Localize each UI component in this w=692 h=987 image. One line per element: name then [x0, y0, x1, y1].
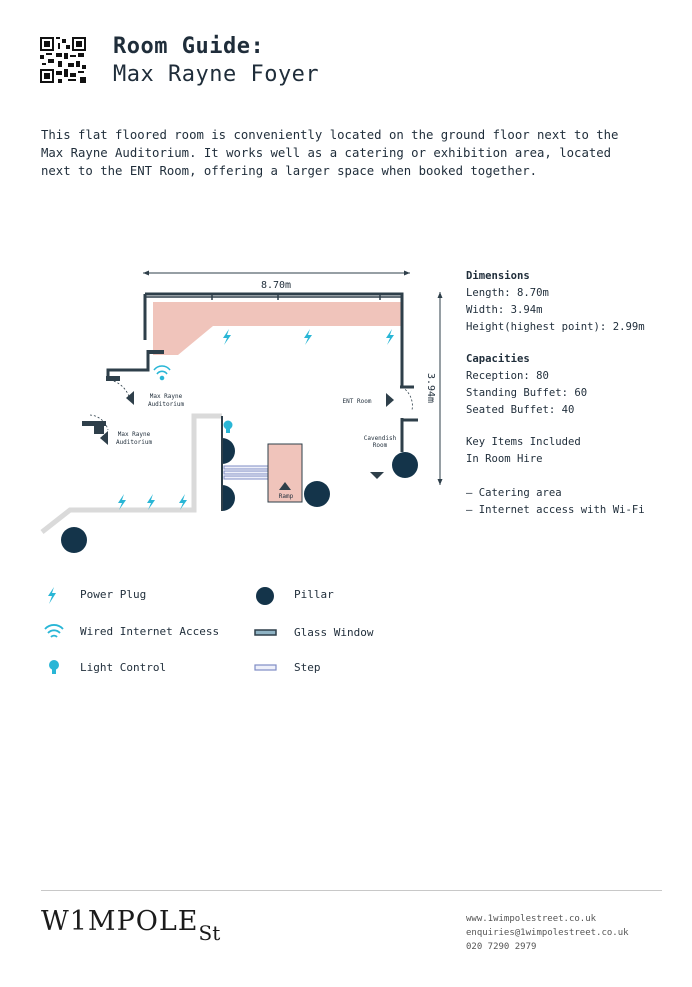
power-plug-icon: [118, 329, 394, 510]
legend-icons-right: [254, 587, 277, 671]
step-icon: [223, 465, 269, 480]
label-ent-room: ENT Room: [343, 398, 372, 405]
spec-width: Width: 3.94m: [466, 304, 543, 316]
ramp-label: Ramp: [279, 493, 294, 500]
wimpole-logo: W1MPOLESt: [41, 906, 221, 945]
label-cavendish-a: Cavendish: [364, 435, 397, 442]
key-item-2: – Internet access with Wi-Fi: [466, 504, 645, 516]
entrance-arrow-icon: [100, 431, 108, 445]
step-icon: [254, 664, 277, 671]
spec-standing: Standing Buffet: 60: [466, 387, 588, 399]
entrance-arrow-icon: [126, 391, 134, 405]
footer-phone: 020 7290 2979: [466, 942, 537, 952]
length-label: 8.70m: [261, 280, 291, 291]
intro-paragraph: This flat floored room is conveniently l…: [41, 128, 619, 178]
light-control-icon: [223, 420, 233, 433]
legend-icons-left: [44, 587, 64, 674]
key-items-line2: In Room Hire: [466, 453, 543, 465]
light-control-icon: [49, 660, 59, 674]
page-title: Room Guide:: [113, 34, 265, 59]
capacities-heading: Capacities: [466, 353, 530, 365]
footer-website-link[interactable]: www.1wimpolestreet.co.uk: [466, 914, 597, 924]
spec-height: Height(highest point): 2.99m: [466, 321, 645, 333]
label-max-rayne-1a: Max Rayne: [150, 393, 183, 400]
page-subtitle: Max Rayne Foyer: [113, 62, 320, 87]
dimensions-heading: Dimensions: [466, 270, 530, 282]
legend-power-label: Power Plug: [80, 588, 147, 601]
spec-reception: Reception: 80: [466, 370, 549, 382]
footer-email-link[interactable]: enquiries@1wimpolestreet.co.uk: [466, 928, 629, 938]
internet-access-icon: [153, 365, 171, 381]
key-item-1: – Catering area: [466, 487, 562, 499]
pillar-icon: [256, 587, 274, 605]
spec-length: Length: 8.70m: [466, 287, 549, 299]
width-label: 3.94m: [425, 373, 436, 403]
label-cavendish-b: Room: [373, 442, 388, 449]
qr-code: [40, 37, 86, 83]
pillar: [304, 481, 330, 507]
legend-pillar-label: Pillar: [294, 588, 334, 601]
legend-internet-label: Wired Internet Access: [80, 625, 220, 638]
pillar: [392, 452, 418, 478]
floor-plan: 8.70m 3.94m: [40, 270, 443, 553]
label-max-rayne-2a: Max Rayne: [118, 431, 151, 438]
label-max-rayne-1b: Auditorium: [148, 401, 185, 408]
spec-seated: Seated Buffet: 40: [466, 404, 575, 416]
entrance-arrow-icon: [370, 472, 384, 479]
legend-step-label: Step: [294, 661, 321, 674]
glass-window-icon: [254, 629, 277, 636]
label-max-rayne-2b: Auditorium: [116, 439, 153, 446]
room-area: [153, 302, 402, 355]
key-items-line1: Key Items Included: [466, 436, 581, 448]
specs-panel: Dimensions Length: 8.70m Width: 3.94m He…: [466, 268, 645, 519]
pillar: [61, 527, 87, 553]
entrance-arrow-icon: [386, 393, 394, 407]
power-plug-icon: [48, 587, 56, 604]
legend-light-label: Light Control: [80, 661, 167, 674]
footer-divider: [41, 890, 662, 891]
legend-glass-label: Glass Window: [294, 626, 374, 639]
internet-access-icon: [44, 624, 64, 638]
